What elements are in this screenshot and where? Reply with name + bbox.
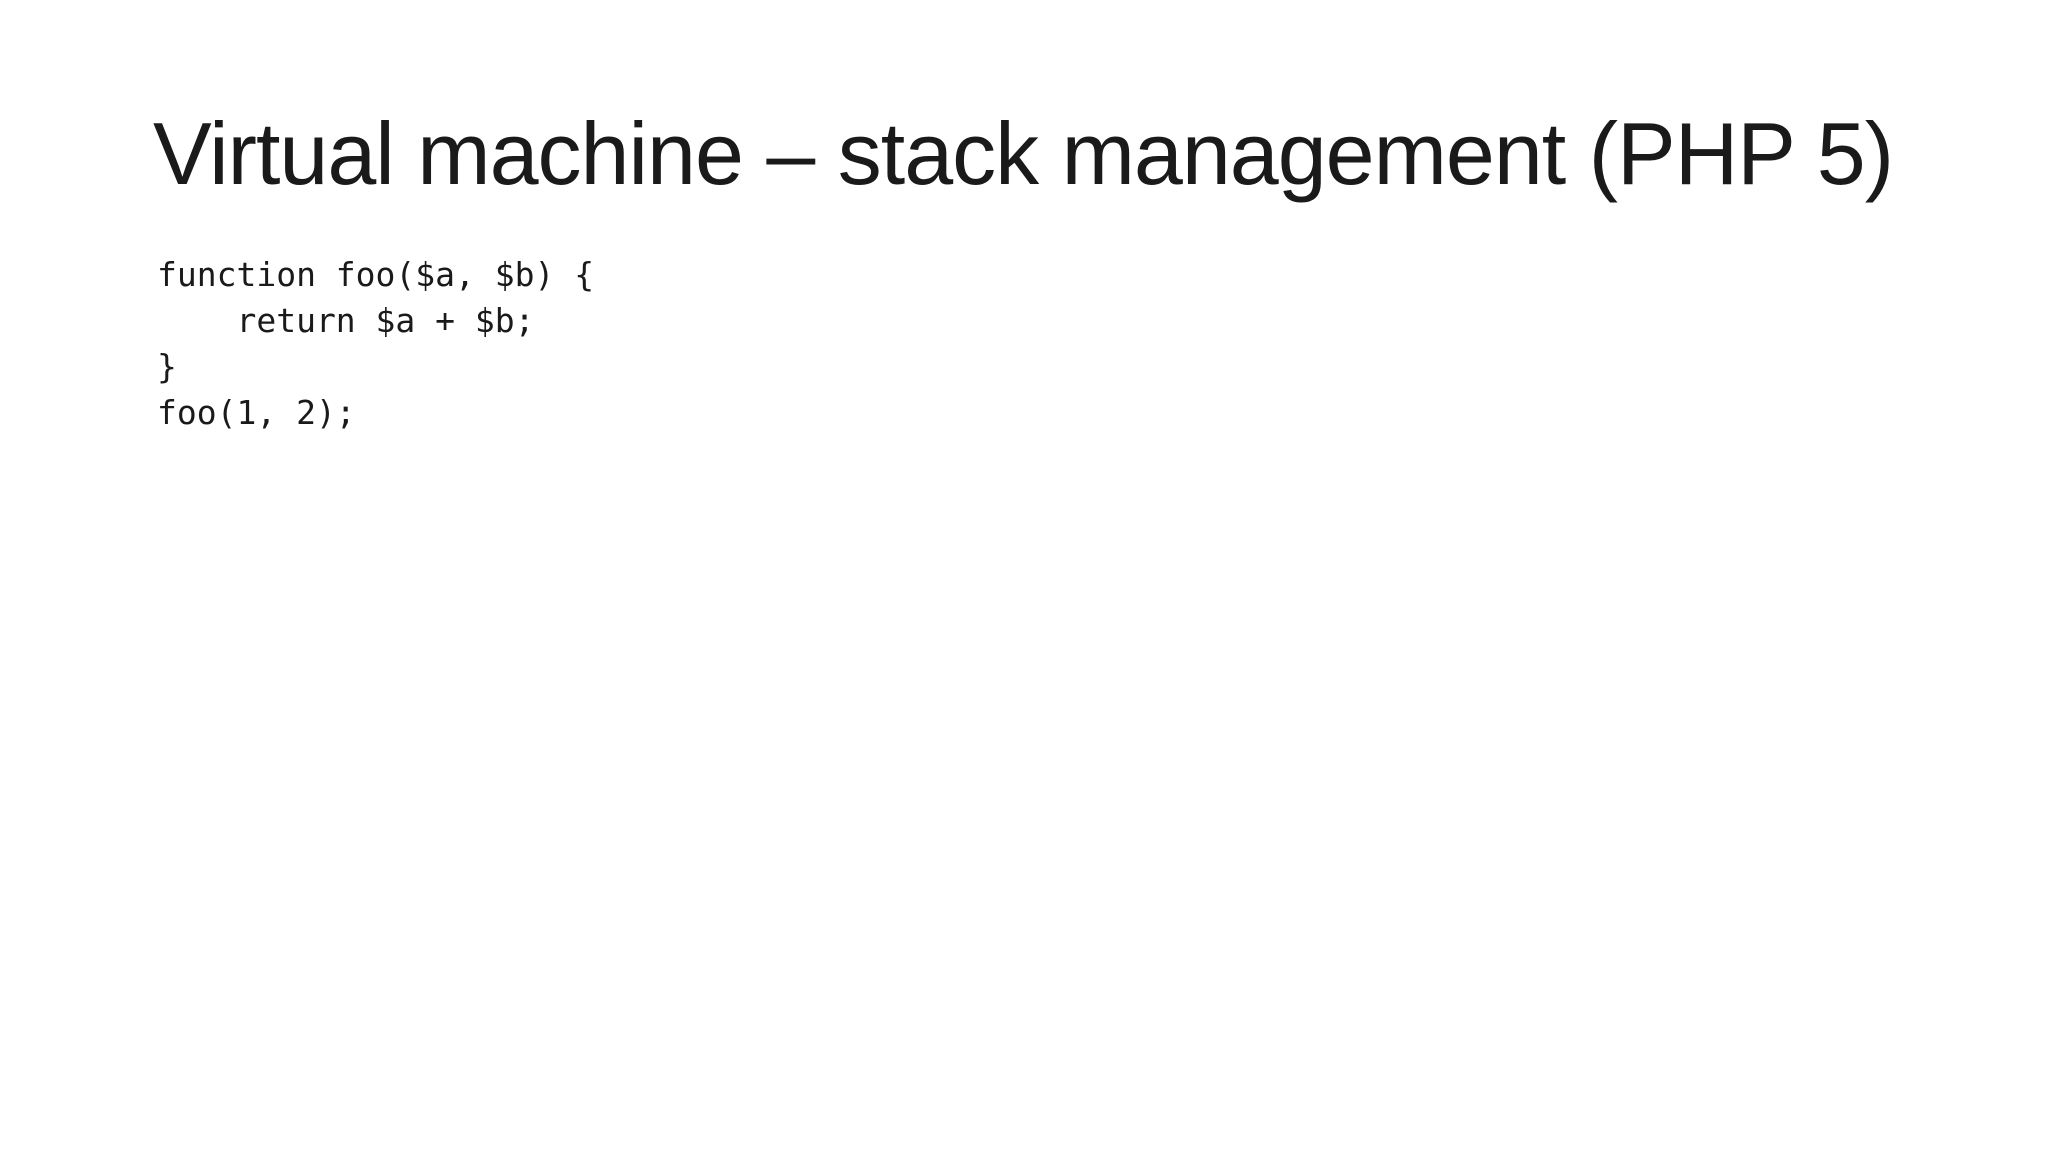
code-block: function foo($a, $b) { return $a + $b; }… [157, 255, 595, 432]
slide-title: Virtual machine – stack management (PHP … [153, 104, 1894, 203]
